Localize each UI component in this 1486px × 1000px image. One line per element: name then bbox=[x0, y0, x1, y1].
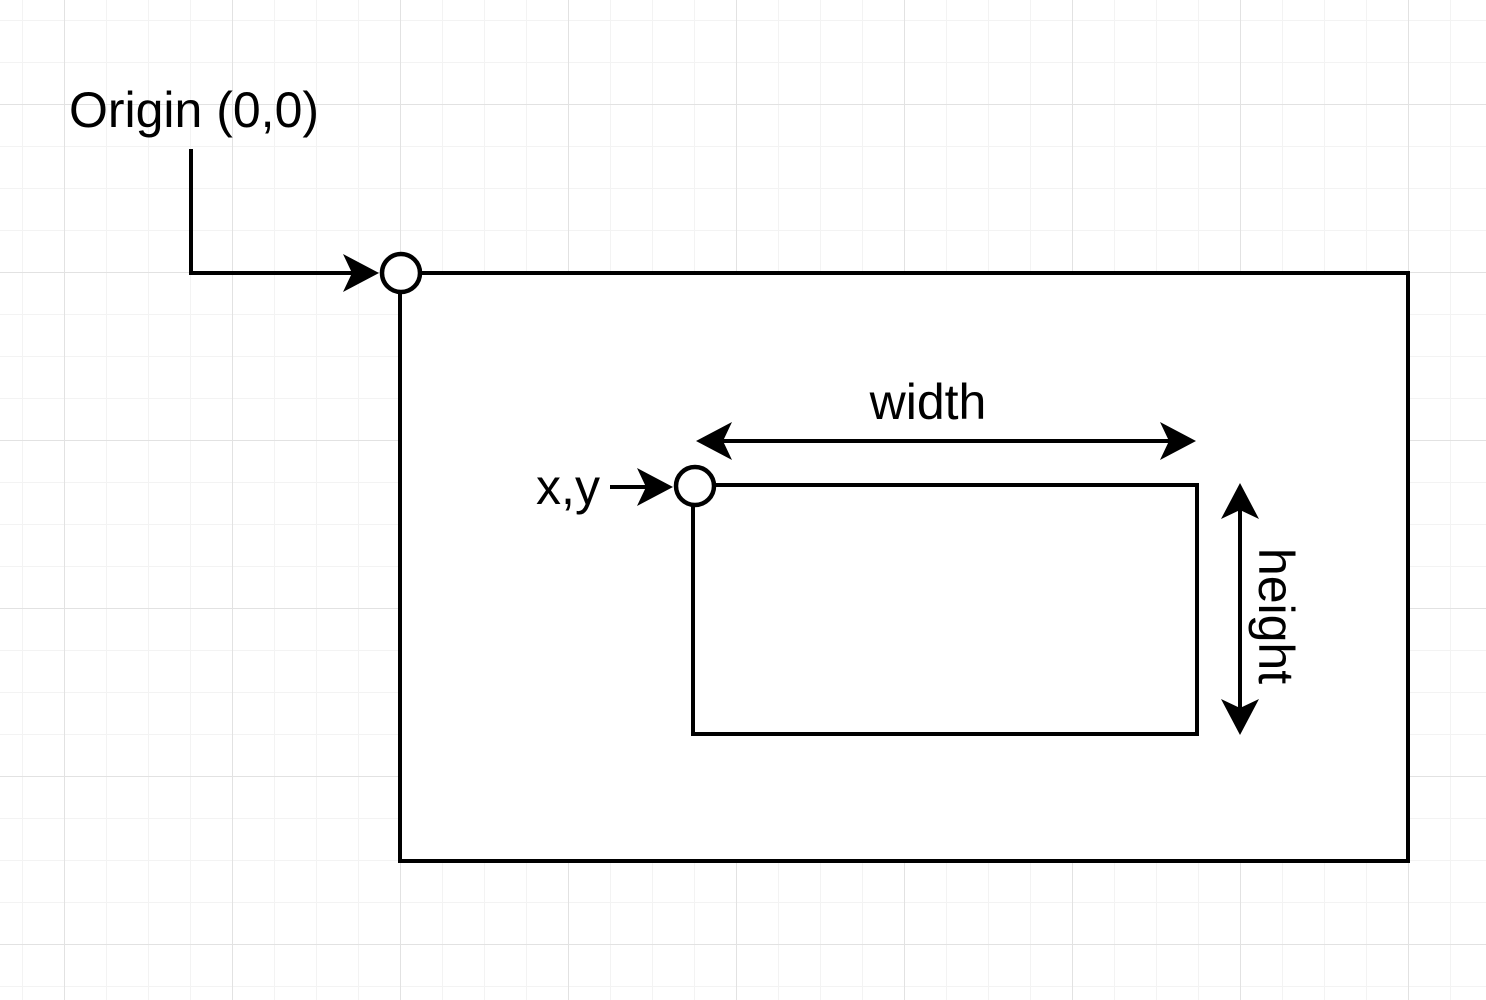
width-label: width bbox=[869, 374, 987, 430]
width-arrowhead-right-icon bbox=[1160, 422, 1196, 460]
height-label: height bbox=[1248, 547, 1304, 685]
width-arrowhead-left-icon bbox=[696, 422, 732, 460]
xy-arrow bbox=[610, 468, 673, 506]
origin-label: Origin (0,0) bbox=[68, 82, 320, 138]
origin-arrowhead-icon bbox=[343, 254, 379, 292]
width-dimension-arrow bbox=[696, 422, 1196, 460]
origin-arrow bbox=[189, 149, 379, 292]
xy-arrowhead-icon bbox=[637, 468, 673, 506]
height-arrowhead-top-icon bbox=[1221, 483, 1259, 519]
height-arrowhead-bottom-icon bbox=[1221, 699, 1259, 735]
inner-shape-rect bbox=[691, 483, 1199, 736]
height-dimension-arrow bbox=[1221, 483, 1259, 735]
xy-label: x,y bbox=[536, 459, 600, 515]
xy-anchor-circle bbox=[673, 464, 717, 508]
origin-anchor-circle bbox=[379, 251, 423, 295]
